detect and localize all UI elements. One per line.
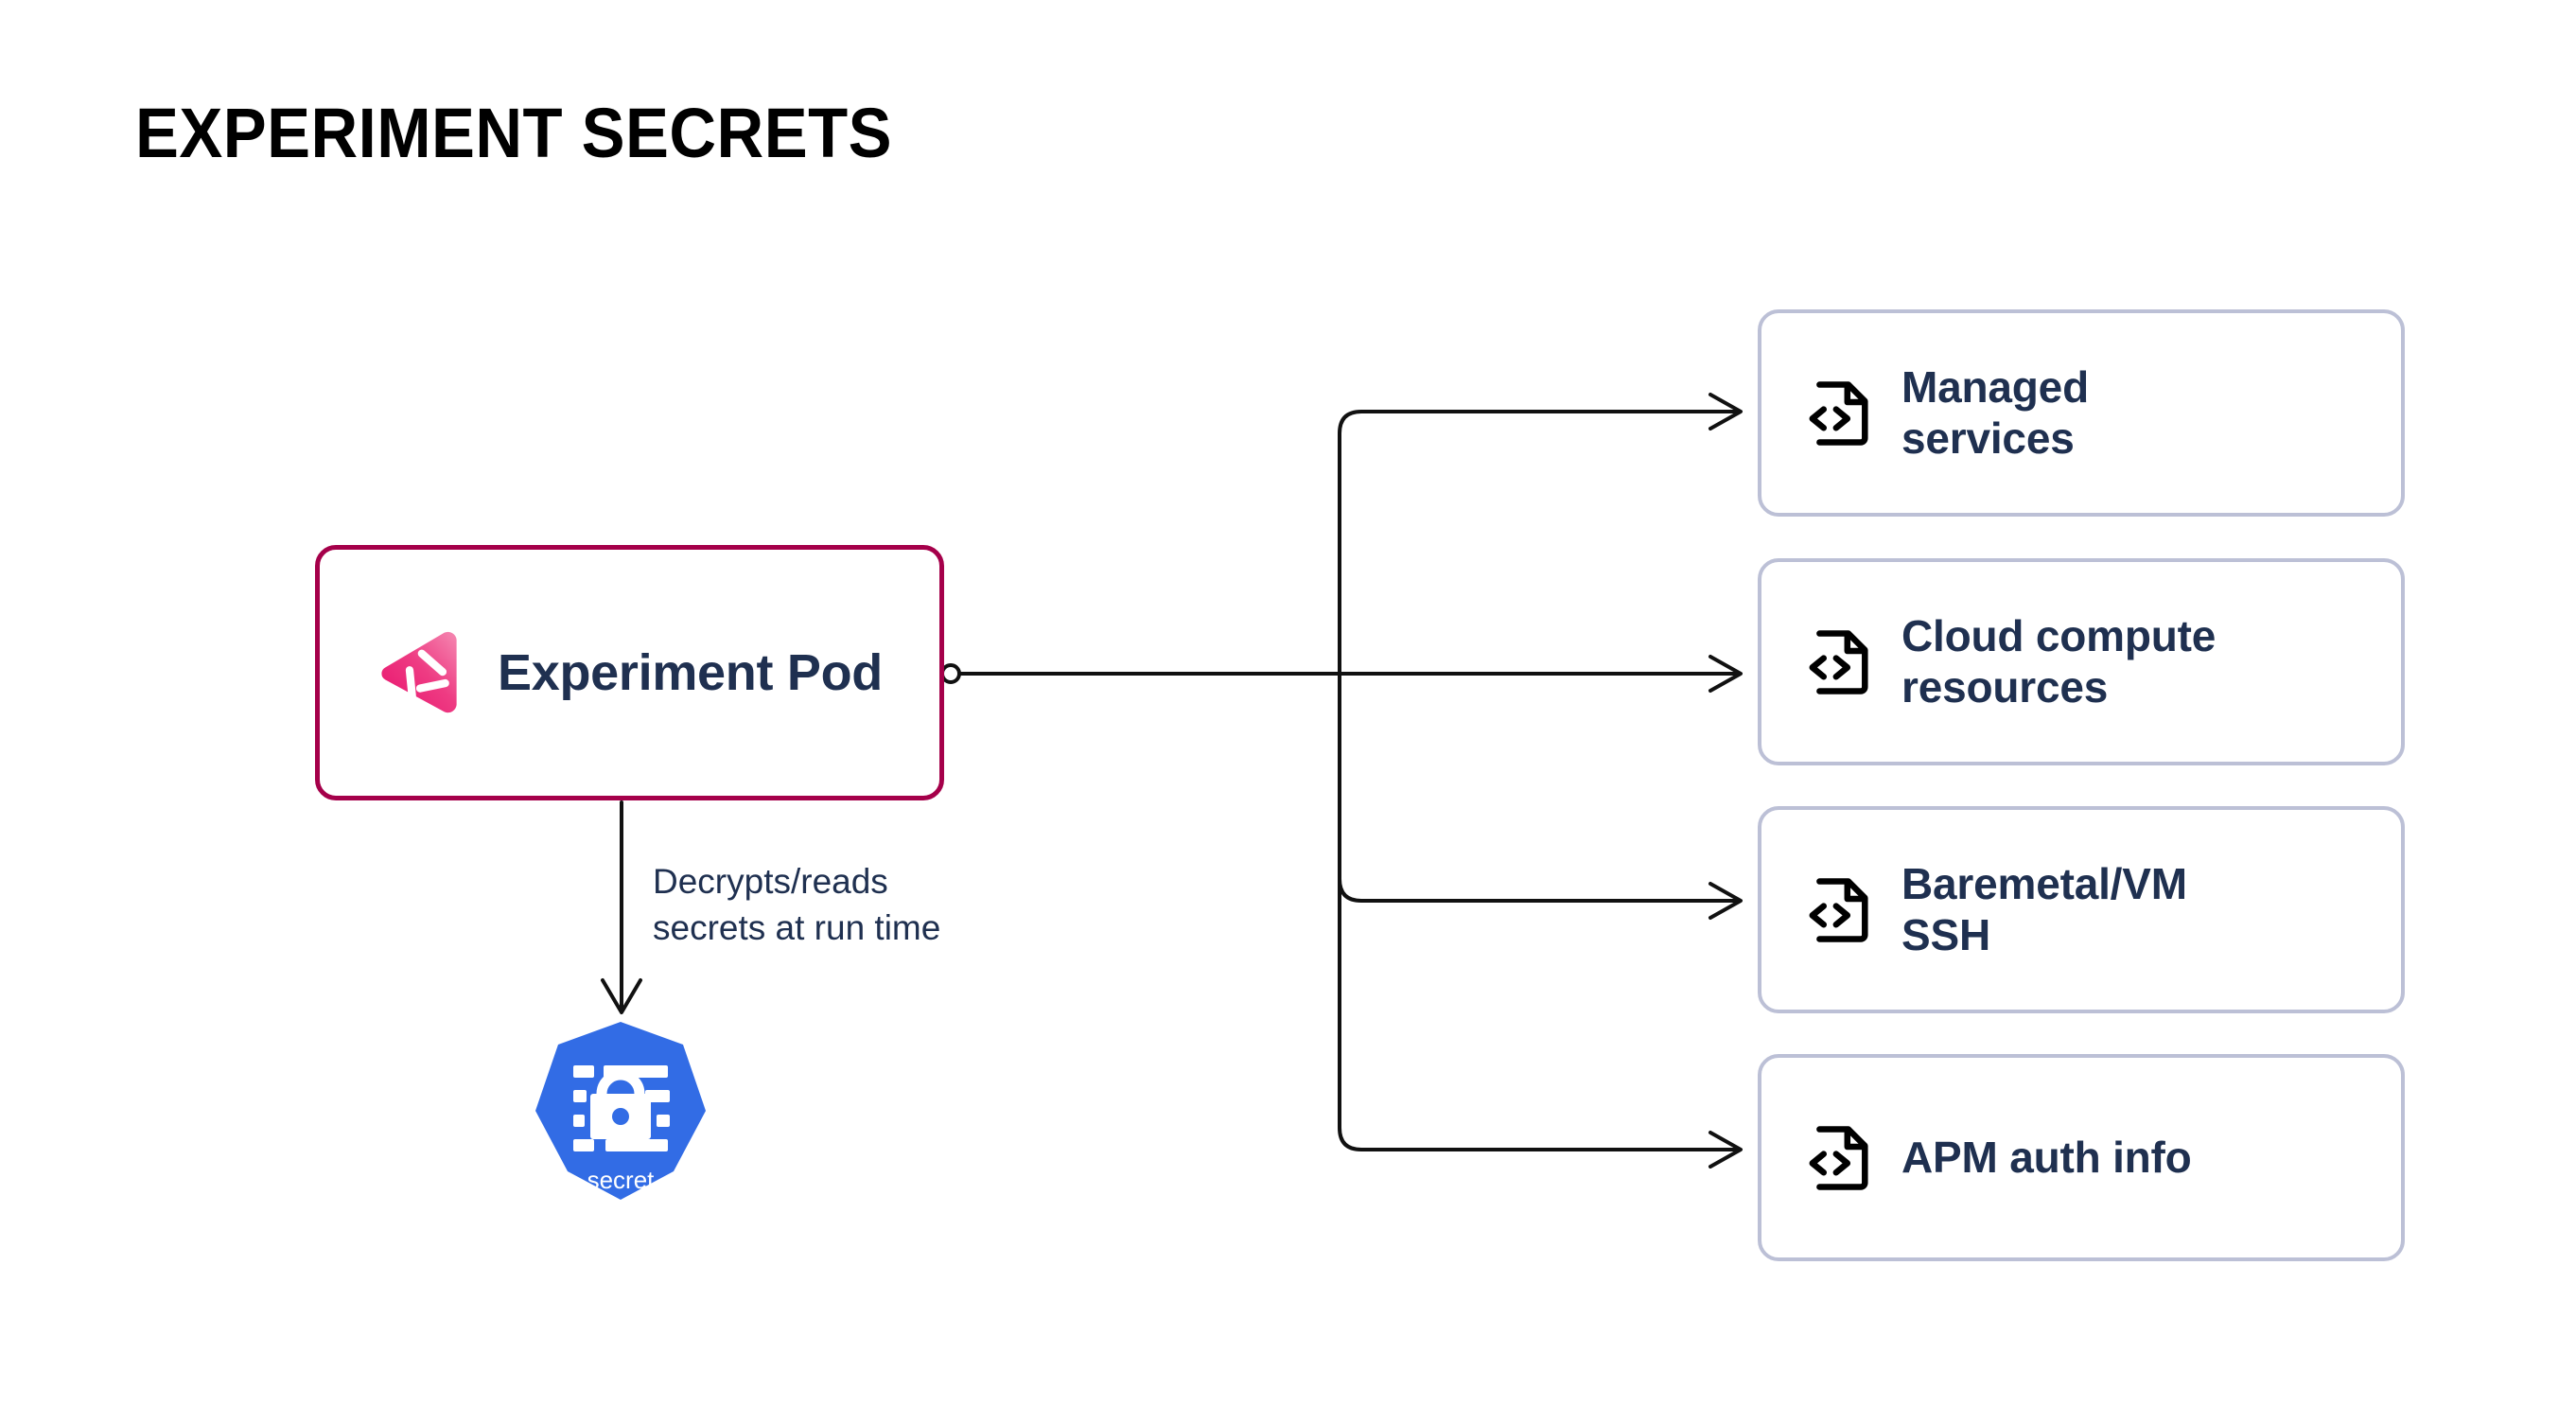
- litmus-chaos-logo-icon: [381, 631, 457, 713]
- arrowhead-cloud-compute: [1709, 655, 1743, 693]
- target-card-apm-auth-info[interactable]: APM auth info: [1758, 1054, 2405, 1261]
- pod-output-port-icon: [940, 663, 961, 684]
- card-label-line-1: Managed: [1901, 361, 2089, 412]
- card-label-line-1: APM auth info: [1901, 1132, 2192, 1182]
- target-card-cloud-compute-resources[interactable]: Cloud compute resources: [1758, 558, 2405, 765]
- file-code-icon: [1809, 629, 1868, 694]
- card-label-line-2: SSH: [1901, 909, 1990, 959]
- target-card-baremetal-vm-ssh[interactable]: Baremetal/VM SSH: [1758, 806, 2405, 1013]
- arrowhead-apm-auth: [1709, 1131, 1743, 1169]
- card-label: Baremetal/VM SSH: [1901, 859, 2187, 961]
- lock-keyhole-icon: [612, 1108, 629, 1125]
- edge-annotation-line-2: secrets at run time: [653, 907, 941, 947]
- edge-to-baremetal-ssh: [1338, 672, 1739, 903]
- file-code-icon: [1809, 380, 1868, 446]
- card-label-line-1: Cloud compute: [1901, 610, 2217, 660]
- arrowhead-baremetal-ssh: [1709, 882, 1743, 920]
- edge-to-managed-services: [1338, 410, 1739, 676]
- arrowhead-managed-services: [1709, 393, 1743, 431]
- experiment-pod-label: Experiment Pod: [498, 644, 883, 701]
- kubernetes-secret-node[interactable]: secret: [532, 1020, 710, 1209]
- edge-annotation-line-1: Decrypts/reads: [653, 862, 888, 901]
- edge-to-apm-auth: [1338, 672, 1739, 1151]
- file-code-icon: [1809, 877, 1868, 942]
- target-card-managed-services[interactable]: Managed services: [1758, 309, 2405, 517]
- secret-node-label: secret: [587, 1166, 656, 1194]
- edge-annotation: Decrypts/reads secrets at run time: [653, 859, 1060, 952]
- page-title: EXPERIMENT SECRETS: [135, 94, 892, 172]
- card-label: Cloud compute resources: [1901, 611, 2216, 713]
- card-label: Managed services: [1901, 362, 2089, 465]
- card-label-line-2: services: [1901, 413, 2075, 463]
- card-label: APM auth info: [1901, 1133, 2192, 1184]
- experiment-pod-node[interactable]: Experiment Pod: [315, 545, 944, 800]
- arrowhead-secret: [601, 978, 642, 1014]
- file-code-icon: [1809, 1125, 1868, 1190]
- lock-shackle-icon: [596, 1069, 645, 1095]
- card-label-line-2: resources: [1901, 661, 2109, 712]
- card-label-line-1: Baremetal/VM: [1901, 858, 2187, 908]
